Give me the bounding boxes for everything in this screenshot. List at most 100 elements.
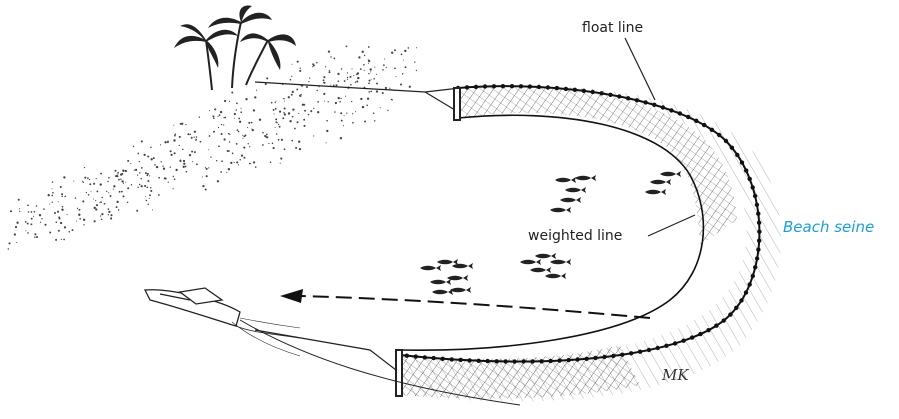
sand-dot [227, 150, 229, 152]
sand-dot [313, 64, 315, 66]
float-bead [546, 85, 550, 89]
sand-dot [266, 134, 268, 136]
sand-dot [229, 101, 230, 102]
sand-dot [113, 185, 115, 187]
sand-dot [283, 112, 284, 113]
sand-dot [136, 210, 138, 212]
sand-dot [349, 76, 351, 78]
sand-dot [16, 222, 18, 224]
sand-dot [100, 183, 102, 185]
float-bead [756, 212, 760, 216]
sand-dot [195, 139, 196, 140]
sand-dot [360, 68, 362, 70]
sand-dot [347, 79, 348, 80]
weighted-line-label: weighted line [528, 228, 622, 244]
sand-dot [79, 209, 81, 211]
sand-dot [34, 233, 36, 235]
sand-dot [238, 131, 240, 133]
sand-dot [296, 88, 298, 90]
sand-dot [174, 152, 176, 154]
float-bead [757, 230, 761, 234]
float-bead [717, 133, 721, 137]
sand-dot [180, 123, 182, 125]
sand-dot [206, 168, 208, 170]
sand-dot [30, 223, 32, 225]
sand-dot [118, 179, 120, 181]
sand-dot [170, 150, 172, 152]
sand-dot [334, 58, 336, 60]
sand-dot [137, 187, 138, 188]
sand-dot [84, 177, 86, 179]
sand-dot [295, 147, 297, 149]
float-bead [755, 256, 759, 260]
sand-dot [275, 118, 277, 120]
sand-dot [343, 125, 344, 126]
sand-dot [338, 80, 340, 82]
sand-dot [63, 176, 65, 178]
sand-dot [64, 226, 66, 228]
sand-dot [326, 130, 328, 132]
sand-dot [330, 84, 331, 85]
sand-dot [236, 109, 238, 111]
sand-dot [168, 181, 169, 182]
sand-dot [130, 163, 131, 164]
float-bead [714, 324, 718, 328]
sand-dot [209, 110, 210, 111]
sand-dot [18, 199, 20, 201]
artist-signature: MK [661, 366, 689, 384]
sand-dot [253, 161, 255, 163]
sand-dot [160, 161, 161, 162]
sand-dot [75, 197, 76, 198]
sand-dot [255, 166, 257, 168]
sand-dot [79, 218, 81, 220]
sand-dot [352, 113, 353, 114]
sand-dot [275, 121, 277, 123]
sand-dot [382, 92, 384, 94]
sand-dot [313, 135, 314, 136]
sand-dot [329, 71, 331, 73]
sand-dot [218, 145, 220, 147]
sand-dot [323, 93, 325, 95]
float-bead [539, 359, 543, 363]
sand-dot [156, 166, 158, 168]
sand-dot [25, 230, 26, 231]
sand-dot [108, 208, 110, 210]
sand-dot [369, 80, 371, 82]
sand-dot [341, 120, 343, 122]
sand-dot [96, 190, 98, 192]
float-bead [555, 86, 559, 90]
sand-dot [104, 203, 106, 205]
sand-dot [120, 179, 121, 180]
sand-dot [405, 66, 407, 68]
sand-dot [34, 236, 36, 238]
sand-dot [95, 208, 97, 210]
sand-dot [329, 70, 330, 71]
float-bead [690, 335, 694, 339]
sand-dot [33, 216, 34, 217]
sand-dot [256, 90, 257, 91]
sand-dot [173, 139, 175, 141]
sand-dot [339, 101, 341, 103]
sand-dot [416, 70, 417, 71]
sand-dot [221, 124, 222, 125]
float-bead [468, 358, 472, 362]
sand-dot [350, 84, 352, 86]
sand-dot [344, 115, 345, 116]
sand-dot [108, 177, 110, 179]
sand-dot [119, 191, 121, 193]
sand-dot [400, 83, 402, 85]
sand-dot [326, 142, 327, 143]
sand-dot [310, 110, 312, 112]
float-bead [740, 160, 744, 164]
sand-dot [364, 70, 365, 71]
sand-dot [174, 135, 176, 137]
sand-dot [88, 194, 90, 196]
sand-dot [373, 78, 375, 80]
sand-dot [306, 86, 308, 88]
sand-dot [284, 148, 286, 150]
float-bead [669, 108, 673, 112]
float-bead [459, 358, 463, 362]
sand-dot [291, 64, 292, 65]
sand-dot [219, 114, 221, 116]
sand-dot [403, 60, 404, 61]
